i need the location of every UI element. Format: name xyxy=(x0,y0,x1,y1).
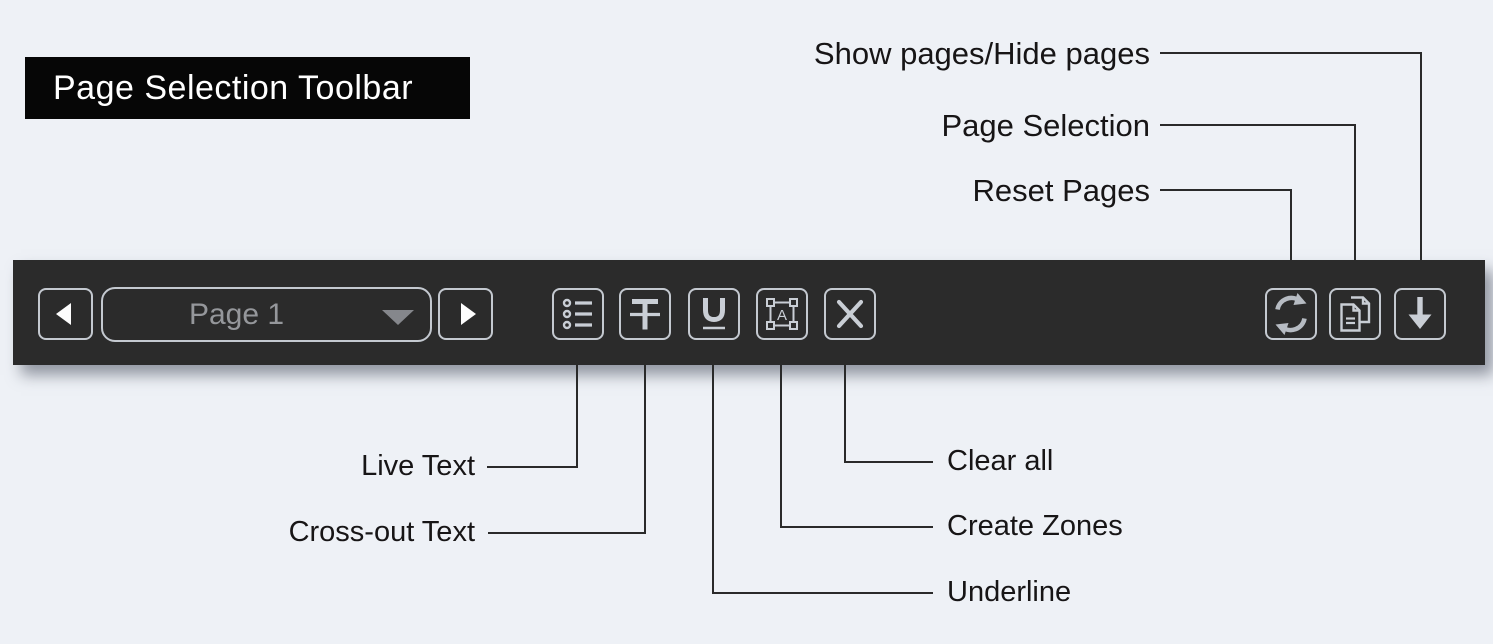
x-icon xyxy=(836,299,864,329)
callout-line-live-text-h xyxy=(487,466,578,468)
callout-line-show-hide-h xyxy=(1160,52,1422,54)
callout-label-underline: Underline xyxy=(947,576,1072,608)
next-page-button[interactable] xyxy=(438,288,493,340)
underline-button[interactable] xyxy=(688,288,740,340)
show-hide-pages-button[interactable] xyxy=(1394,288,1446,340)
callout-label-cross-out-text: Cross-out Text xyxy=(288,516,475,548)
callout-label-show-hide-pages: Show pages/Hide pages xyxy=(813,36,1150,71)
list-icon xyxy=(562,298,592,330)
callout-line-create-zones-h xyxy=(780,526,933,528)
callout-line-reset-pages-h xyxy=(1160,189,1292,191)
underline-u-icon xyxy=(703,298,725,330)
page-selection-button[interactable] xyxy=(1329,288,1381,340)
callout-line-page-selection-h xyxy=(1160,124,1356,126)
strikethrough-t-icon xyxy=(630,299,660,330)
cross-out-text-button[interactable] xyxy=(619,288,671,340)
callout-line-underline-h xyxy=(712,592,933,594)
callout-line-live-text-v xyxy=(576,365,578,468)
reset-pages-button[interactable] xyxy=(1265,288,1317,340)
right-arrow-icon xyxy=(460,303,476,325)
left-arrow-icon xyxy=(55,303,71,325)
callout-line-show-hide-v xyxy=(1420,52,1422,261)
clear-all-button[interactable] xyxy=(824,288,876,340)
previous-page-button[interactable] xyxy=(38,288,93,340)
create-zones-button[interactable]: A xyxy=(756,288,808,340)
diagram-title-box: Page Selection Toolbar xyxy=(25,57,470,119)
callout-line-page-selection-v xyxy=(1354,124,1356,261)
callout-line-clear-all-h xyxy=(844,461,933,463)
callout-line-clear-all-v xyxy=(844,365,846,463)
down-arrow-icon xyxy=(1408,297,1432,329)
callout-line-cross-out-v xyxy=(644,365,646,534)
current-page-value: Page 1 xyxy=(188,297,285,331)
callout-label-page-selection: Page Selection xyxy=(941,108,1150,143)
page-selector-dropdown[interactable]: Page 1 xyxy=(101,287,432,342)
callout-label-clear-all: Clear all xyxy=(947,445,1054,477)
live-text-button[interactable] xyxy=(552,288,604,340)
callout-label-create-zones: Create Zones xyxy=(947,510,1123,542)
zone-selection-icon: A xyxy=(766,298,798,330)
refresh-icon xyxy=(1275,293,1307,335)
callout-label-reset-pages: Reset Pages xyxy=(972,173,1151,208)
callout-line-cross-out-h xyxy=(488,532,646,534)
callout-line-reset-pages-v xyxy=(1290,189,1292,261)
chevron-down-icon xyxy=(382,310,414,325)
diagram-title: Page Selection Toolbar xyxy=(53,68,414,107)
callout-label-live-text: Live Text xyxy=(361,450,475,482)
zone-letter: A xyxy=(777,307,787,324)
pages-icon xyxy=(1340,296,1371,332)
callout-line-create-zones-v xyxy=(780,365,782,528)
page-selection-toolbar: Page 1 xyxy=(13,260,1485,365)
callout-line-underline-v xyxy=(712,365,714,594)
